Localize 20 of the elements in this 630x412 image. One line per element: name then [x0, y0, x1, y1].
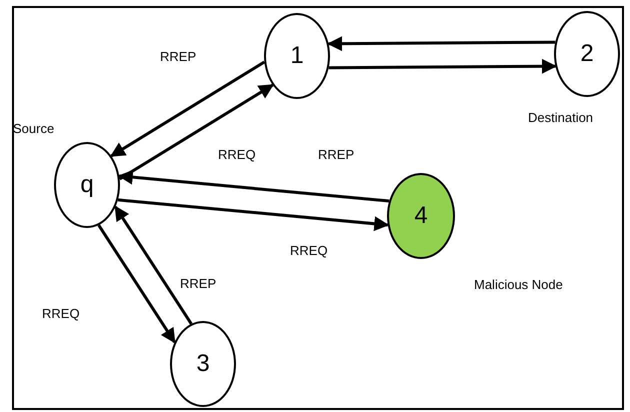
edge-label: RREP: [180, 277, 216, 290]
arrow: [114, 206, 193, 325]
node-number: 1: [290, 44, 304, 68]
edge-label: RREP: [318, 148, 354, 161]
node-number: 2: [580, 42, 594, 66]
node-caption: Source: [13, 122, 54, 135]
node-number: 3: [196, 352, 210, 376]
arrow: [97, 224, 176, 344]
node-caption: Destination: [528, 111, 594, 124]
node-number: q: [80, 173, 94, 197]
edge-label: RREQ: [290, 244, 328, 257]
node-caption: Malicious Node: [474, 278, 563, 291]
node-number: 4: [414, 204, 428, 228]
arrow: [118, 170, 390, 202]
edge-label: RREQ: [42, 307, 80, 320]
arrow: [118, 198, 390, 232]
arrow: [118, 84, 274, 180]
edge-label: RREQ: [218, 148, 256, 161]
arrow: [110, 60, 266, 158]
edge-label: RREP: [160, 50, 196, 63]
